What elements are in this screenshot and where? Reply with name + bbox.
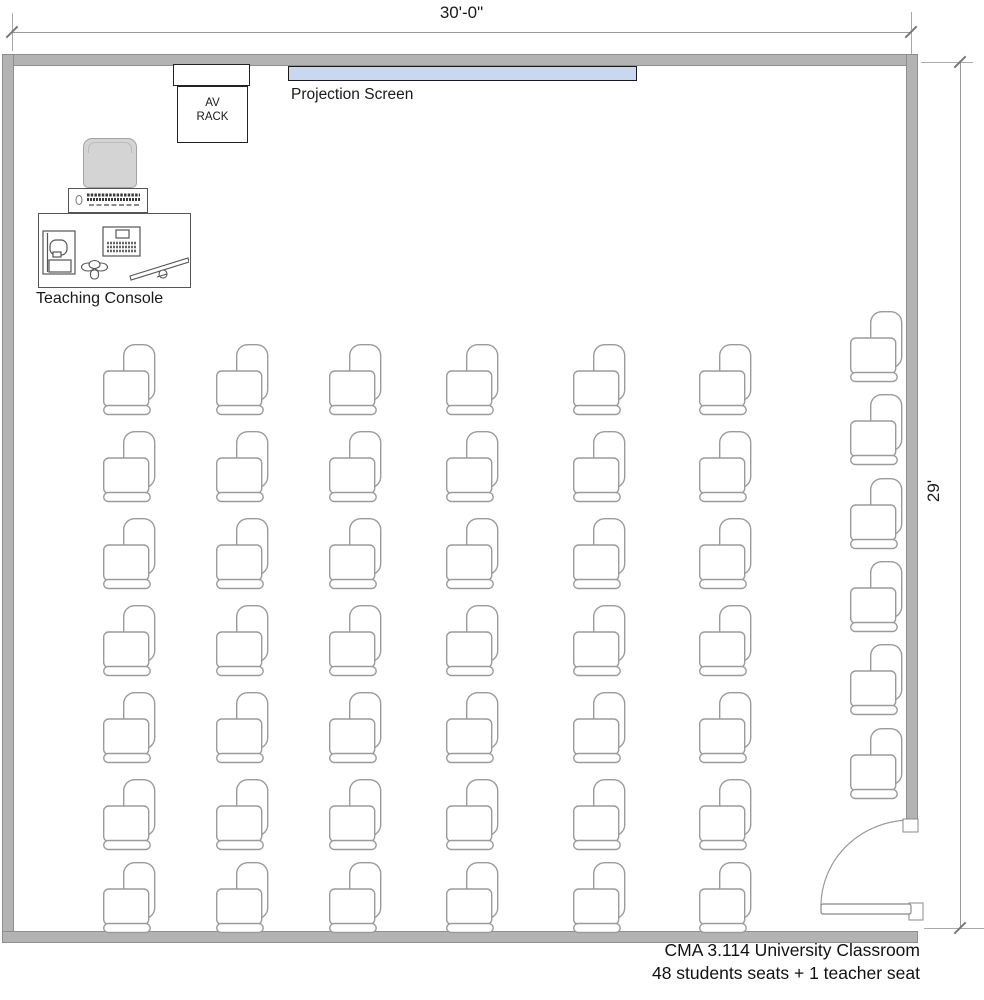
- student-chair: [102, 431, 156, 503]
- av-rack: AV RACK: [177, 86, 248, 143]
- door-jamb: [902, 818, 919, 833]
- top-dimension-line: [12, 32, 911, 33]
- student-chair: [446, 344, 499, 416]
- top-dimension-extension-right: [911, 12, 912, 62]
- student-chair: [446, 692, 499, 764]
- student-chair: [699, 862, 752, 934]
- student-chair: [850, 311, 903, 383]
- door-leaf: [820, 903, 912, 915]
- student-chair: [215, 692, 269, 764]
- student-chair: [850, 644, 903, 716]
- student-chair: [699, 692, 752, 764]
- student-chair: [329, 692, 382, 764]
- student-chair: [446, 605, 499, 677]
- student-chair: [850, 561, 903, 633]
- door-swing-arc: [820, 819, 912, 907]
- document-camera-icon: [42, 230, 76, 275]
- av-rack-label-line2: RACK: [196, 111, 229, 123]
- teaching-console-label: Teaching Console: [36, 290, 164, 307]
- door: [820, 818, 924, 921]
- right-dimension-extension-top: [921, 62, 973, 63]
- student-chair: [699, 605, 752, 677]
- student-chair: [102, 605, 156, 677]
- right-dimension-extension-bottom: [924, 928, 984, 929]
- student-chair: [573, 431, 626, 503]
- student-chairs: [102, 311, 903, 934]
- drawing-caption: CMA 3.114 University Classroom 48 studen…: [652, 939, 920, 985]
- projection-screen-label: Projection Screen: [291, 86, 414, 103]
- teaching-console-desk: [38, 213, 191, 288]
- student-chair: [329, 431, 382, 503]
- student-chair: [850, 728, 903, 800]
- student-chair: [850, 478, 903, 550]
- console-control-panel: [68, 188, 148, 213]
- student-chair: [215, 344, 269, 416]
- student-chair: [573, 344, 626, 416]
- av-rack-wall-mount: [173, 64, 250, 86]
- student-chair: [102, 344, 156, 416]
- laptop-icon: [102, 226, 141, 257]
- student-chair: [329, 344, 382, 416]
- student-chair: [446, 779, 499, 851]
- student-chair: [446, 518, 499, 590]
- student-chair: [699, 518, 752, 590]
- student-chair: [329, 605, 382, 677]
- teacher-chair: [83, 138, 137, 188]
- student-chair: [850, 394, 903, 466]
- student-chair: [573, 779, 626, 851]
- student-chair: [102, 862, 156, 934]
- right-dimension-line: [960, 62, 961, 929]
- student-chair: [573, 518, 626, 590]
- pointer-stick-icon: [129, 257, 189, 281]
- caption-seat-count: 48 students seats + 1 teacher seat: [651, 963, 920, 983]
- student-chair: [699, 779, 752, 851]
- student-chair: [215, 518, 269, 590]
- console-panel-icon: [75, 193, 140, 206]
- caption-room-name: CMA 3.114 University Classroom: [664, 940, 920, 960]
- student-chair: [215, 862, 269, 934]
- mouse-icon: [80, 259, 109, 280]
- student-chair: [102, 518, 156, 590]
- student-chair: [102, 692, 156, 764]
- student-chair: [699, 344, 752, 416]
- student-chair: [329, 779, 382, 851]
- student-chair: [215, 605, 269, 677]
- student-chair: [573, 692, 626, 764]
- student-chair: [215, 431, 269, 503]
- student-chair: [329, 518, 382, 590]
- student-chair: [699, 431, 752, 503]
- av-rack-label-line1: AV: [205, 97, 220, 109]
- student-chair: [573, 605, 626, 677]
- student-chair: [215, 779, 269, 851]
- student-chair: [329, 862, 382, 934]
- student-chair: [573, 862, 626, 934]
- student-chair: [102, 779, 156, 851]
- top-dimension-label: 30'-0": [439, 3, 484, 22]
- desk-equipment-icons: [42, 226, 189, 281]
- student-chair: [446, 431, 499, 503]
- projection-screen: [288, 66, 637, 81]
- student-chair: [446, 862, 499, 934]
